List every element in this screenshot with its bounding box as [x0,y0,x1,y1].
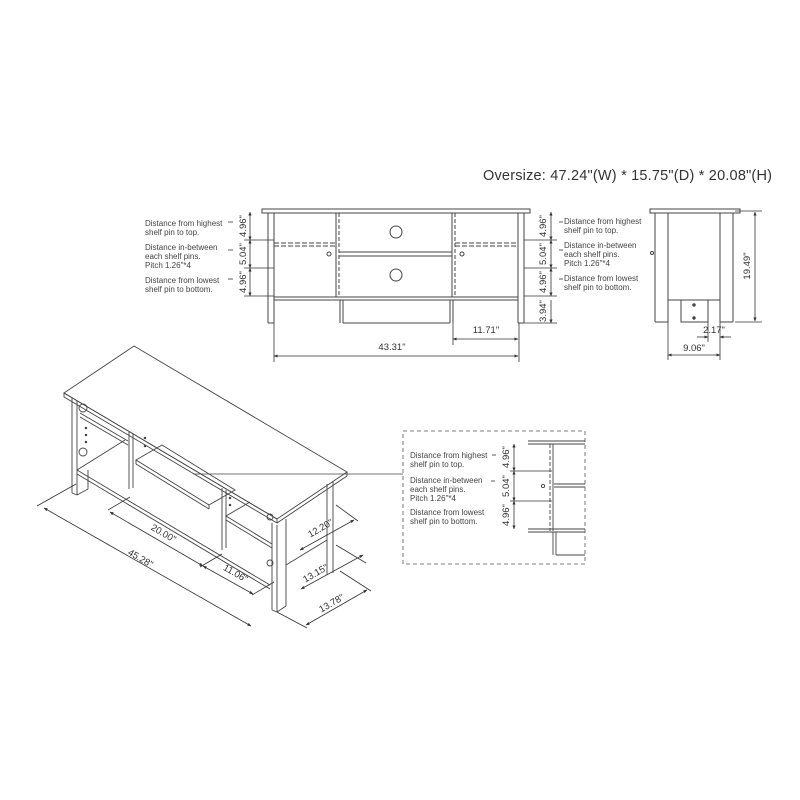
detail-note-between-1: Distance in-between [410,476,482,485]
left-note-highest-2: shelf pin to top. [145,228,199,237]
front-right-dim-mid: 5.04" [538,243,549,265]
detail-note-lowest-2: shelf pin to bottom. [410,517,478,526]
left-note-lowest-1: Distance from lowest [145,276,220,285]
detail-note-highest-1: Distance from highest [410,451,488,460]
iso-dim-shelf-depth: 12.20" [306,517,335,540]
side-dim-height: 19.49" [742,252,753,279]
isometric-view [63,345,348,613]
side-dim-depth: 9.06" [683,343,705,354]
side-dim-leg-width: 2.17" [703,325,725,336]
front-left-dim-mid: 5.04" [238,243,249,265]
front-left-dim-bottom: 4.96" [238,271,249,293]
front-view [261,208,531,324]
oversize-title: Oversize: 47.24"(W) * 15.75"(D) * 20.08"… [483,168,773,184]
front-bottom-dimensions [273,323,520,362]
front-left-dimensions [228,211,274,297]
left-note-highest-1: Distance from highest [145,219,223,228]
iso-dimensions [36,483,372,629]
detail-note-between-3: Pitch 1.26"*4 [410,494,457,503]
right-note-between-1: Distance in-between [564,241,636,250]
detail-dim-top: 4.96" [501,446,512,468]
front-right-dim-bottom: 4.96" [538,271,549,293]
left-note-lowest-2: shelf pin to bottom. [145,285,213,294]
front-dim-inner-width: 43.31" [378,342,405,353]
front-right-dim-top: 4.96" [538,215,549,237]
detail-dimensions [491,443,552,530]
detail-frame [402,430,586,565]
detail-view [528,440,585,556]
right-note-between-3: Pitch 1.26"*4 [564,259,611,268]
right-note-between-2: each shelf pins. [564,250,620,259]
iso-dim-total-length: 45.28" [126,547,155,570]
iso-dim-inner-depth: 13.15" [301,562,330,585]
side-dimensions [667,210,762,360]
detail-note-between-2: each shelf pins. [410,485,466,494]
left-note-between-3: Pitch 1.26"*4 [145,261,192,270]
detail-dim-bottom: 4.96" [501,504,512,526]
left-note-between-1: Distance in-between [145,243,217,252]
front-dim-leg: 3.94" [538,300,549,322]
iso-dim-depth: 13.78" [317,592,346,615]
front-right-dimensions [524,211,563,324]
detail-dim-mid: 5.04" [501,475,512,497]
side-view [649,208,741,323]
right-note-lowest-1: Distance from lowest [564,274,639,283]
right-note-lowest-2: shelf pin to bottom. [564,283,632,292]
front-left-dim-top: 4.96" [238,215,249,237]
right-note-highest-2: shelf pin to top. [564,226,618,235]
detail-note-lowest-1: Distance from lowest [410,508,485,517]
detail-note-highest-2: shelf pin to top. [410,460,464,469]
left-note-between-2: each shelf pins. [145,252,201,261]
iso-dim-side-compartment: 11.06" [221,562,249,585]
right-note-highest-1: Distance from highest [564,217,642,226]
front-dim-cabinet-width: 11.71" [473,325,499,336]
